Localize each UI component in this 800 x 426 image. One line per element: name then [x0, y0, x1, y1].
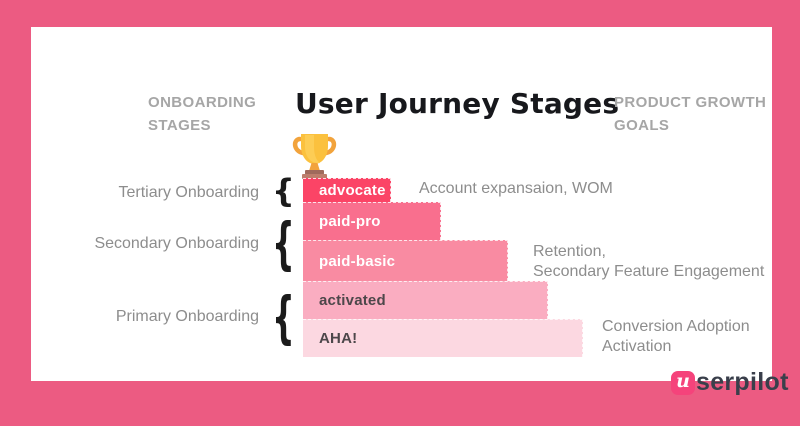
- journey-bar-aha: AHA!: [303, 319, 583, 357]
- content-card: ONBOARDING STAGES User Journey Stages PR…: [31, 27, 788, 396]
- stage-label-primary-onboarding: Primary Onboarding: [115, 308, 259, 325]
- onboarding-stages-heading: ONBOARDING STAGES: [148, 94, 257, 134]
- goal-line: Secondary Feature Engagement: [533, 262, 765, 280]
- journey-bar-label: AHA!: [319, 330, 358, 347]
- goal-line: Retention,: [533, 243, 606, 260]
- userpilot-logo-badge-icon: u: [671, 370, 695, 395]
- stage-label-tertiary-onboarding: Tertiary Onboarding: [118, 184, 259, 201]
- stage-label-secondary-onboarding: Secondary Onboarding: [94, 235, 259, 252]
- journey-bar-label: paid-basic: [319, 252, 396, 270]
- goal-label-account-expansion: Account expansaion, WOM: [419, 179, 613, 199]
- goal-line: Activation: [602, 337, 672, 355]
- userpilot-logo: u serpilot: [671, 368, 789, 397]
- trophy-icon: [292, 134, 337, 179]
- brace-tertiary: {: [272, 172, 295, 210]
- journey-bar-advocate: advocate: [303, 178, 391, 202]
- logo-badge-letter: u: [676, 370, 690, 392]
- brace-secondary: {: [272, 209, 295, 277]
- brace-primary: {: [272, 283, 295, 351]
- goal-line: Account expansaion, WOM: [419, 180, 613, 197]
- goal-label-retention: Retention, Secondary Feature Engagement: [533, 242, 764, 281]
- goal-label-conversion: Conversion Adoption Activation: [602, 317, 750, 356]
- logo-text: serpilot: [696, 368, 789, 396]
- journey-bar-label: paid-pro: [319, 213, 381, 230]
- journey-bar-label: activated: [319, 292, 386, 309]
- journey-bar-label: advocate: [319, 182, 386, 199]
- journey-bar-paid-pro: paid-pro: [303, 202, 441, 240]
- journey-bar-paid-basic: paid-basic: [303, 240, 508, 281]
- goal-line: Conversion Adoption: [602, 318, 750, 335]
- journey-bar-activated: activated: [303, 281, 548, 319]
- page-title: User Journey Stages: [295, 87, 620, 120]
- product-growth-goals-heading: PRODUCT GROWTH GOALS: [614, 94, 767, 134]
